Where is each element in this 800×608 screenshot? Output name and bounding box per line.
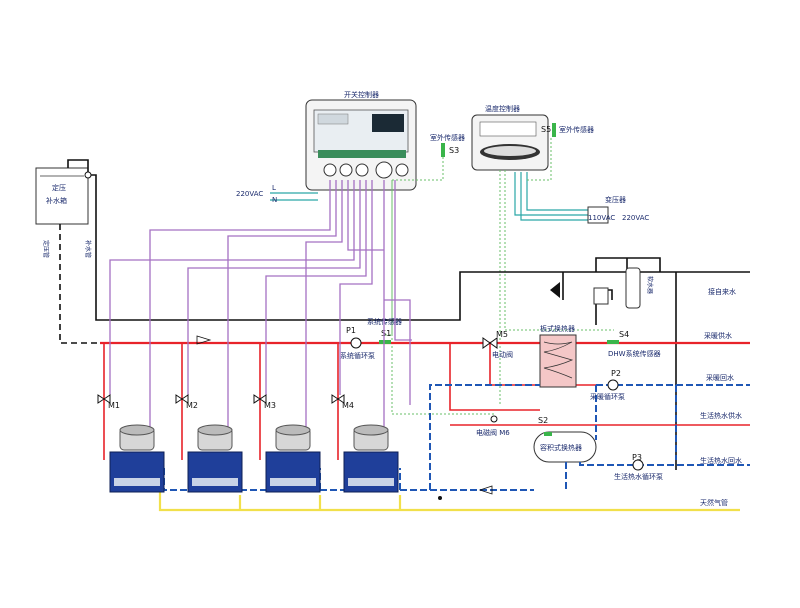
- switch-controller: [305, 99, 417, 191]
- dhw-pump-p3: [632, 459, 644, 471]
- m1-label: M1: [108, 401, 120, 410]
- heat-pump-label: 采暖循环泵: [590, 392, 625, 401]
- outdoor-sensor-s5: [552, 123, 556, 137]
- makeup-tank: [35, 167, 89, 225]
- plate-hx-label: 板式换热器: [540, 324, 575, 333]
- heat-return-label: 采暖回水: [706, 373, 734, 382]
- softener-label: 软水器: [646, 276, 654, 294]
- switch-controller-label: 开关控制器: [344, 90, 379, 99]
- dhw-sensor-s4: [607, 340, 619, 344]
- flow-controller: [471, 114, 549, 171]
- dhw-sensor-label: DHW系统传感器: [608, 349, 661, 358]
- boiler-3: [265, 424, 321, 493]
- outdoor-sensor-s3: [441, 143, 445, 157]
- m5-label: M5: [496, 330, 508, 339]
- boiler-1: [109, 424, 165, 493]
- storage-hx-label: 容积式换热器: [540, 443, 582, 452]
- softener: [625, 267, 641, 309]
- system-sensor-s1: [379, 340, 391, 344]
- s1-label: S1: [381, 329, 391, 338]
- outdoor-sensor-2-label: 室外传感器: [559, 125, 594, 134]
- outdoor-sensor-1-label: 室外传感器: [430, 133, 465, 142]
- v110-label: 110VAC: [588, 214, 615, 222]
- dhw-supply-label: 生活热水供水: [700, 411, 742, 420]
- pipe-makeup-label: 补水管: [84, 240, 92, 258]
- boiler-4: [343, 424, 399, 493]
- p1-label: P1: [346, 326, 356, 335]
- v220-left-label: 220VAC: [236, 190, 263, 198]
- s3-label: S3: [449, 146, 459, 155]
- m3-label: M3: [264, 401, 276, 410]
- n-label: N: [272, 196, 277, 204]
- transformer: [587, 206, 609, 224]
- s4-label: S4: [619, 330, 629, 339]
- storage-sensor-s2: [544, 432, 552, 436]
- l-label: L: [272, 184, 276, 192]
- gas-pipe-label: 天然气管: [700, 498, 728, 507]
- pipe-fixed-label: 定压管: [42, 240, 50, 258]
- electric-valve-label: 电动阀: [492, 350, 513, 359]
- system-pump-p1: [350, 337, 362, 349]
- s2-label: S2: [538, 416, 548, 425]
- boiler-2: [187, 424, 243, 493]
- s5-label: S5: [541, 125, 551, 134]
- heating-pump-p2: [607, 379, 619, 391]
- m2-label: M2: [186, 401, 198, 410]
- m6-label: 电磁阀 M6: [476, 428, 510, 437]
- tank-line1: 定压: [52, 183, 66, 192]
- p3-label: P3: [632, 453, 642, 462]
- m4-label: M4: [342, 401, 354, 410]
- dhw-pump-label: 生活热水循环泵: [614, 472, 663, 481]
- v220-right-label: 220VAC: [622, 214, 649, 222]
- tap-water-label: 接自来水: [708, 287, 736, 296]
- transformer-label: 变压器: [605, 195, 626, 204]
- dhw-return-label: 生活热水回水: [700, 456, 742, 465]
- sys-pump-label: 系统循环泵: [340, 351, 375, 360]
- flow-controller-label: 温度控制器: [485, 104, 520, 113]
- tank-line2: 补水箱: [46, 196, 67, 205]
- heat-supply-label: 采暖供水: [704, 331, 732, 340]
- p2-label: P2: [611, 369, 621, 378]
